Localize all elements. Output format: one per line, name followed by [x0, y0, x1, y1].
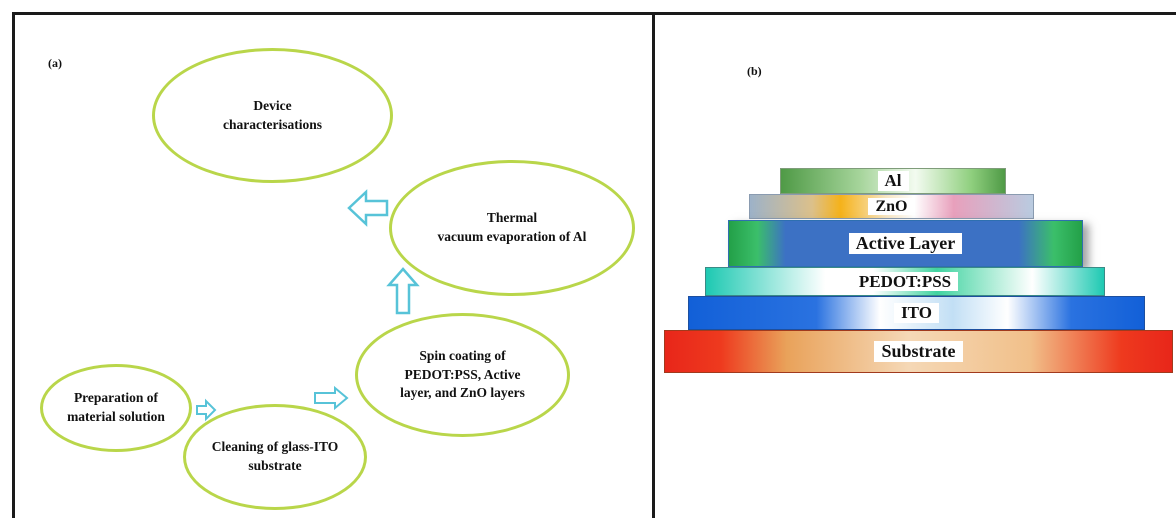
arrow-right-icon	[314, 385, 349, 411]
layer-pedot-pss-label: PEDOT:PSS	[851, 271, 959, 292]
figure-frame	[12, 12, 1176, 518]
step-spin-coating: Spin coating of PEDOT:PSS, Active layer,…	[355, 313, 570, 437]
panel-b-label: (b)	[747, 64, 762, 78]
layer-pedot-pss: PEDOT:PSS	[705, 267, 1105, 296]
arrow-right-icon	[196, 398, 217, 422]
arrow-up-icon	[386, 267, 420, 315]
layer-ito-label: ITO	[894, 303, 939, 323]
step-device-characterisations: Device characterisations	[152, 48, 393, 183]
layer-ito: ITO	[688, 296, 1145, 330]
layer-substrate-label: Substrate	[874, 341, 963, 362]
layer-active: Active Layer	[728, 220, 1083, 267]
layer-substrate: Substrate	[664, 330, 1173, 373]
layer-active-label: Active Layer	[848, 233, 963, 254]
panel-divider	[652, 12, 655, 518]
step-cleaning-text: Cleaning of glass-ITO substrate	[211, 439, 339, 473]
layer-zno: ZnO	[749, 194, 1034, 219]
step-cleaning: Cleaning of glass-ITO substrate	[183, 404, 367, 510]
step-thermal-evaporation-text: Thermal vacuum evaporation of Al	[437, 210, 587, 244]
layer-al: Al	[780, 168, 1006, 194]
panel-a-label: (a)	[48, 56, 62, 70]
layer-zno-label: ZnO	[868, 197, 915, 216]
step-device-characterisations-text: Device characterisations	[223, 97, 322, 132]
step-preparation-text: Preparation of material solution	[67, 390, 165, 424]
step-thermal-evaporation: Thermal vacuum evaporation of Al	[389, 160, 635, 296]
step-preparation: Preparation of material solution	[40, 364, 192, 452]
arrow-left-icon	[347, 189, 389, 227]
step-spin-coating-text: Spin coating of PEDOT:PSS, Active layer,…	[400, 348, 525, 401]
layer-al-label: Al	[877, 171, 909, 191]
